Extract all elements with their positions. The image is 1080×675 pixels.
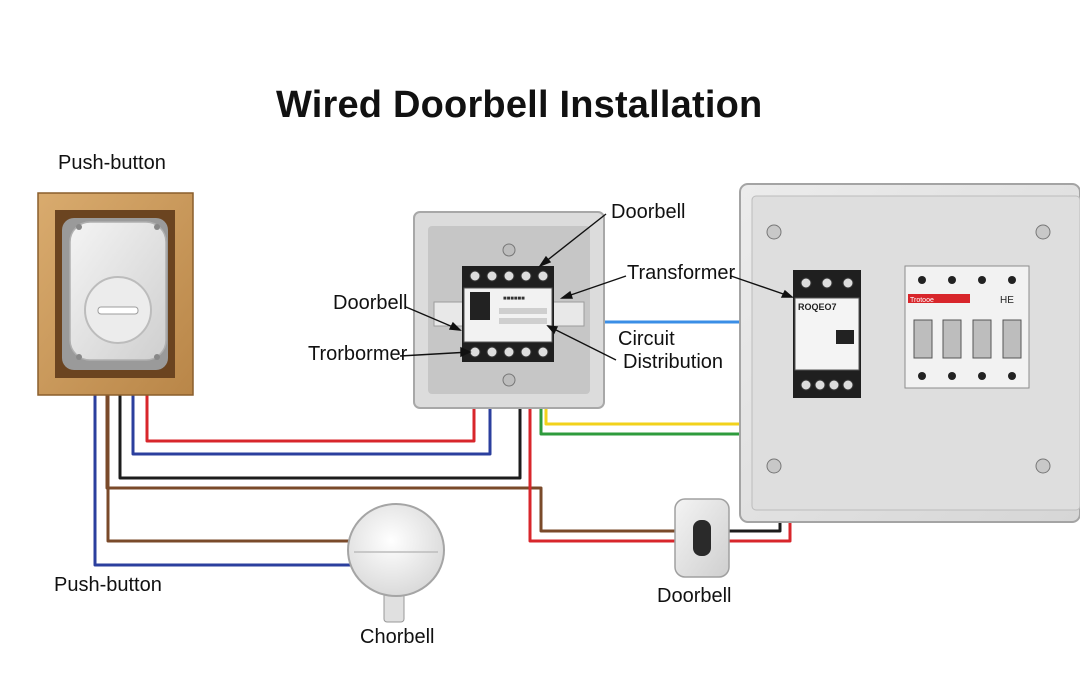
- label-circuit: Circuit: [618, 328, 675, 350]
- relay-terminals: [800, 277, 854, 391]
- screw-icon: [766, 458, 782, 474]
- label-transformer-left: Trorbormer: [308, 343, 408, 365]
- breaker-mark-text: HE: [1000, 295, 1014, 306]
- screw-icon: [502, 373, 516, 387]
- module-small-text: ■■■■■■: [503, 296, 525, 302]
- module-terminals-top: [469, 270, 549, 282]
- breaker-switches: [913, 319, 1022, 359]
- label-doorbell-left: Doorbell: [333, 292, 408, 314]
- push-button-slot: [97, 306, 139, 315]
- leader-lines: [399, 213, 794, 361]
- label-transformer-right: Transformer: [627, 262, 736, 284]
- screw-icon: [76, 224, 82, 230]
- screw-icon: [1035, 458, 1051, 474]
- page-title: Wired Doorbell Installation: [276, 84, 763, 126]
- label-distribution: Distribution: [623, 351, 724, 373]
- wire-red-2: [528, 362, 680, 543]
- screw-icon: [154, 224, 160, 230]
- screw-icon: [1035, 224, 1051, 240]
- screw-icon: [76, 354, 82, 360]
- chime-body: [347, 503, 445, 597]
- chime-unit: [347, 503, 445, 623]
- wire-black-1: [118, 362, 522, 480]
- relay-label: ROQEO7: [798, 302, 837, 312]
- breaker-label-strip: [908, 294, 970, 303]
- doorbell-unit: [674, 498, 730, 578]
- module-strip: [499, 318, 547, 324]
- label-doorbell-bottom: Doorbell: [657, 585, 732, 607]
- label-push-button-bottom: Push-button: [54, 574, 162, 596]
- breaker-brand-text: Trotooe: [910, 297, 934, 304]
- breaker-terminals: [918, 276, 1016, 380]
- wire-brown-2: [106, 365, 352, 543]
- module-indicator: [470, 292, 490, 320]
- doorbell-button: [693, 520, 711, 556]
- screw-icon: [502, 243, 516, 257]
- screw-icon: [766, 224, 782, 240]
- label-chime: Chorbell: [360, 626, 435, 648]
- module-strip: [499, 308, 547, 314]
- relay-display: [836, 330, 854, 344]
- screw-icon: [154, 354, 160, 360]
- distribution-panel: ROQEO7 Trotooe HE: [739, 183, 1080, 523]
- push-button-assembly: [37, 192, 194, 396]
- module-terminals-bottom: [469, 346, 549, 358]
- label-doorbell-top: Doorbell: [611, 201, 686, 223]
- label-push-button-top: Push-button: [58, 152, 166, 174]
- wire-blue-2: [93, 365, 360, 567]
- transformer-box: ■■■■■■: [413, 211, 605, 409]
